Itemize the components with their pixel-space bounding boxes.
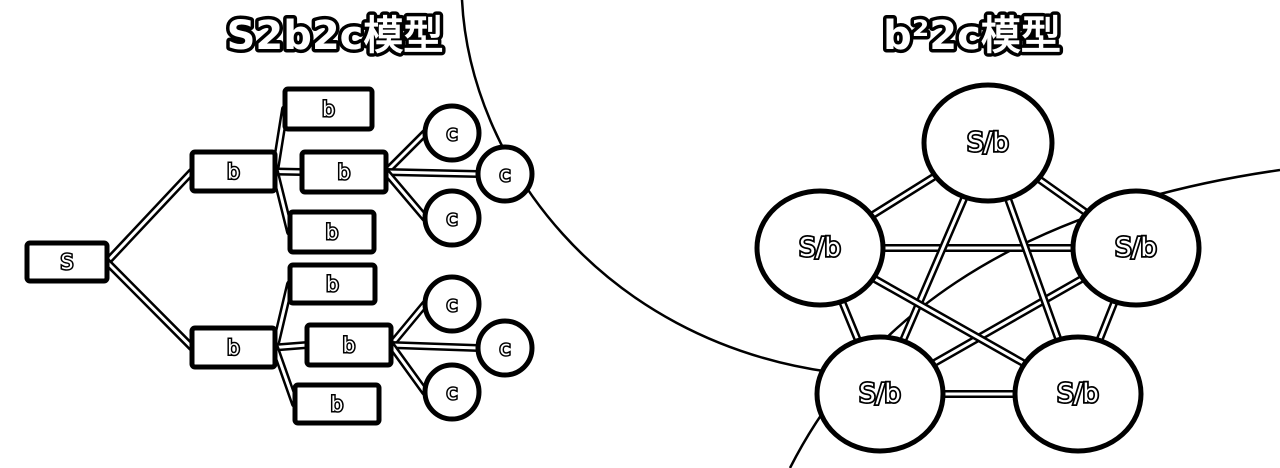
customer-node-c1: c	[422, 103, 482, 163]
peer-node-p3: S/b	[1070, 188, 1202, 308]
node-label: S/b	[967, 128, 1009, 158]
left-link-b1b-c2	[384, 170, 480, 176]
left-link-s-b1	[105, 170, 194, 264]
customer-node-c5: c	[475, 318, 535, 378]
node-shape	[422, 274, 482, 334]
business-node-b1c: b	[287, 209, 377, 255]
node-shape	[422, 188, 482, 248]
node-label: b	[343, 333, 356, 357]
right-diagram-title: b²2c模型	[883, 13, 1061, 59]
node-shape	[292, 382, 382, 426]
node-shape	[422, 362, 482, 422]
node-label: b	[227, 336, 240, 360]
node-shape	[921, 82, 1055, 204]
left-link-b2-b2c	[273, 346, 297, 406]
node-label: b	[338, 160, 351, 184]
node-shape	[287, 262, 378, 306]
business-node-b2a: b	[287, 262, 378, 306]
customer-node-c4: c	[422, 274, 482, 334]
node-shape	[422, 103, 482, 163]
node-shape	[1012, 334, 1144, 454]
node-label: S/b	[859, 379, 901, 409]
node-label: b	[322, 97, 335, 121]
peer-node-p4: S/b	[814, 334, 946, 454]
customer-node-c2: c	[475, 144, 535, 204]
peer-node-p1: S/b	[921, 82, 1055, 204]
node-label: c	[447, 292, 458, 316]
left-link-b1-b1b	[273, 170, 304, 174]
left-link-b2b-c4	[389, 302, 427, 347]
node-label: b	[326, 220, 339, 244]
left-link-s-b2	[105, 260, 194, 349]
background-curve-left	[460, 0, 831, 374]
business-node-b2b: b	[304, 322, 394, 368]
left-link-b2-b2b	[273, 343, 309, 349]
node-shape	[304, 322, 394, 368]
node-shape	[1070, 188, 1202, 308]
business-node-b2: b	[189, 325, 278, 370]
left-diagram-nodes: Sb b b b b b b b c c c c c c	[24, 86, 535, 426]
node-shape	[299, 149, 389, 195]
node-shape	[189, 325, 278, 370]
node-shape	[814, 334, 946, 454]
customer-node-c6: c	[422, 362, 482, 422]
peer-node-p2: S/b	[754, 188, 886, 308]
peer-node-p5: S/b	[1012, 334, 1144, 454]
customer-node-c3: c	[422, 188, 482, 248]
business-node-b1: b	[189, 149, 278, 194]
business-node-b1a: b	[282, 86, 375, 132]
business-node-s: S	[24, 240, 110, 284]
node-label: b	[326, 272, 339, 296]
left-diagram-title: S2b2c模型	[227, 13, 444, 59]
left-diagram-links	[103, 105, 482, 408]
node-shape	[475, 144, 535, 204]
node-shape	[287, 209, 377, 255]
node-label: c	[447, 380, 458, 404]
node-shape	[282, 86, 375, 132]
node-label: S	[61, 250, 74, 274]
node-label: c	[447, 121, 458, 145]
node-label: c	[447, 206, 458, 230]
node-label: c	[500, 162, 511, 186]
left-link-b1b-c3	[384, 170, 427, 220]
left-link-b1b-c1	[384, 131, 427, 174]
left-link-b2b-c6	[389, 343, 427, 394]
node-shape	[475, 318, 535, 378]
node-label: b	[227, 160, 240, 184]
business-node-b2c: b	[292, 382, 382, 426]
node-label: b	[331, 392, 344, 416]
node-shape	[189, 149, 278, 194]
node-shape	[24, 240, 110, 284]
node-label: S/b	[1115, 233, 1157, 263]
node-shape	[754, 188, 886, 308]
node-label: S/b	[1057, 379, 1099, 409]
node-label: S/b	[799, 233, 841, 263]
node-label: c	[500, 336, 511, 360]
business-node-b1b: b	[299, 149, 389, 195]
left-link-b2b-c5	[389, 343, 480, 350]
